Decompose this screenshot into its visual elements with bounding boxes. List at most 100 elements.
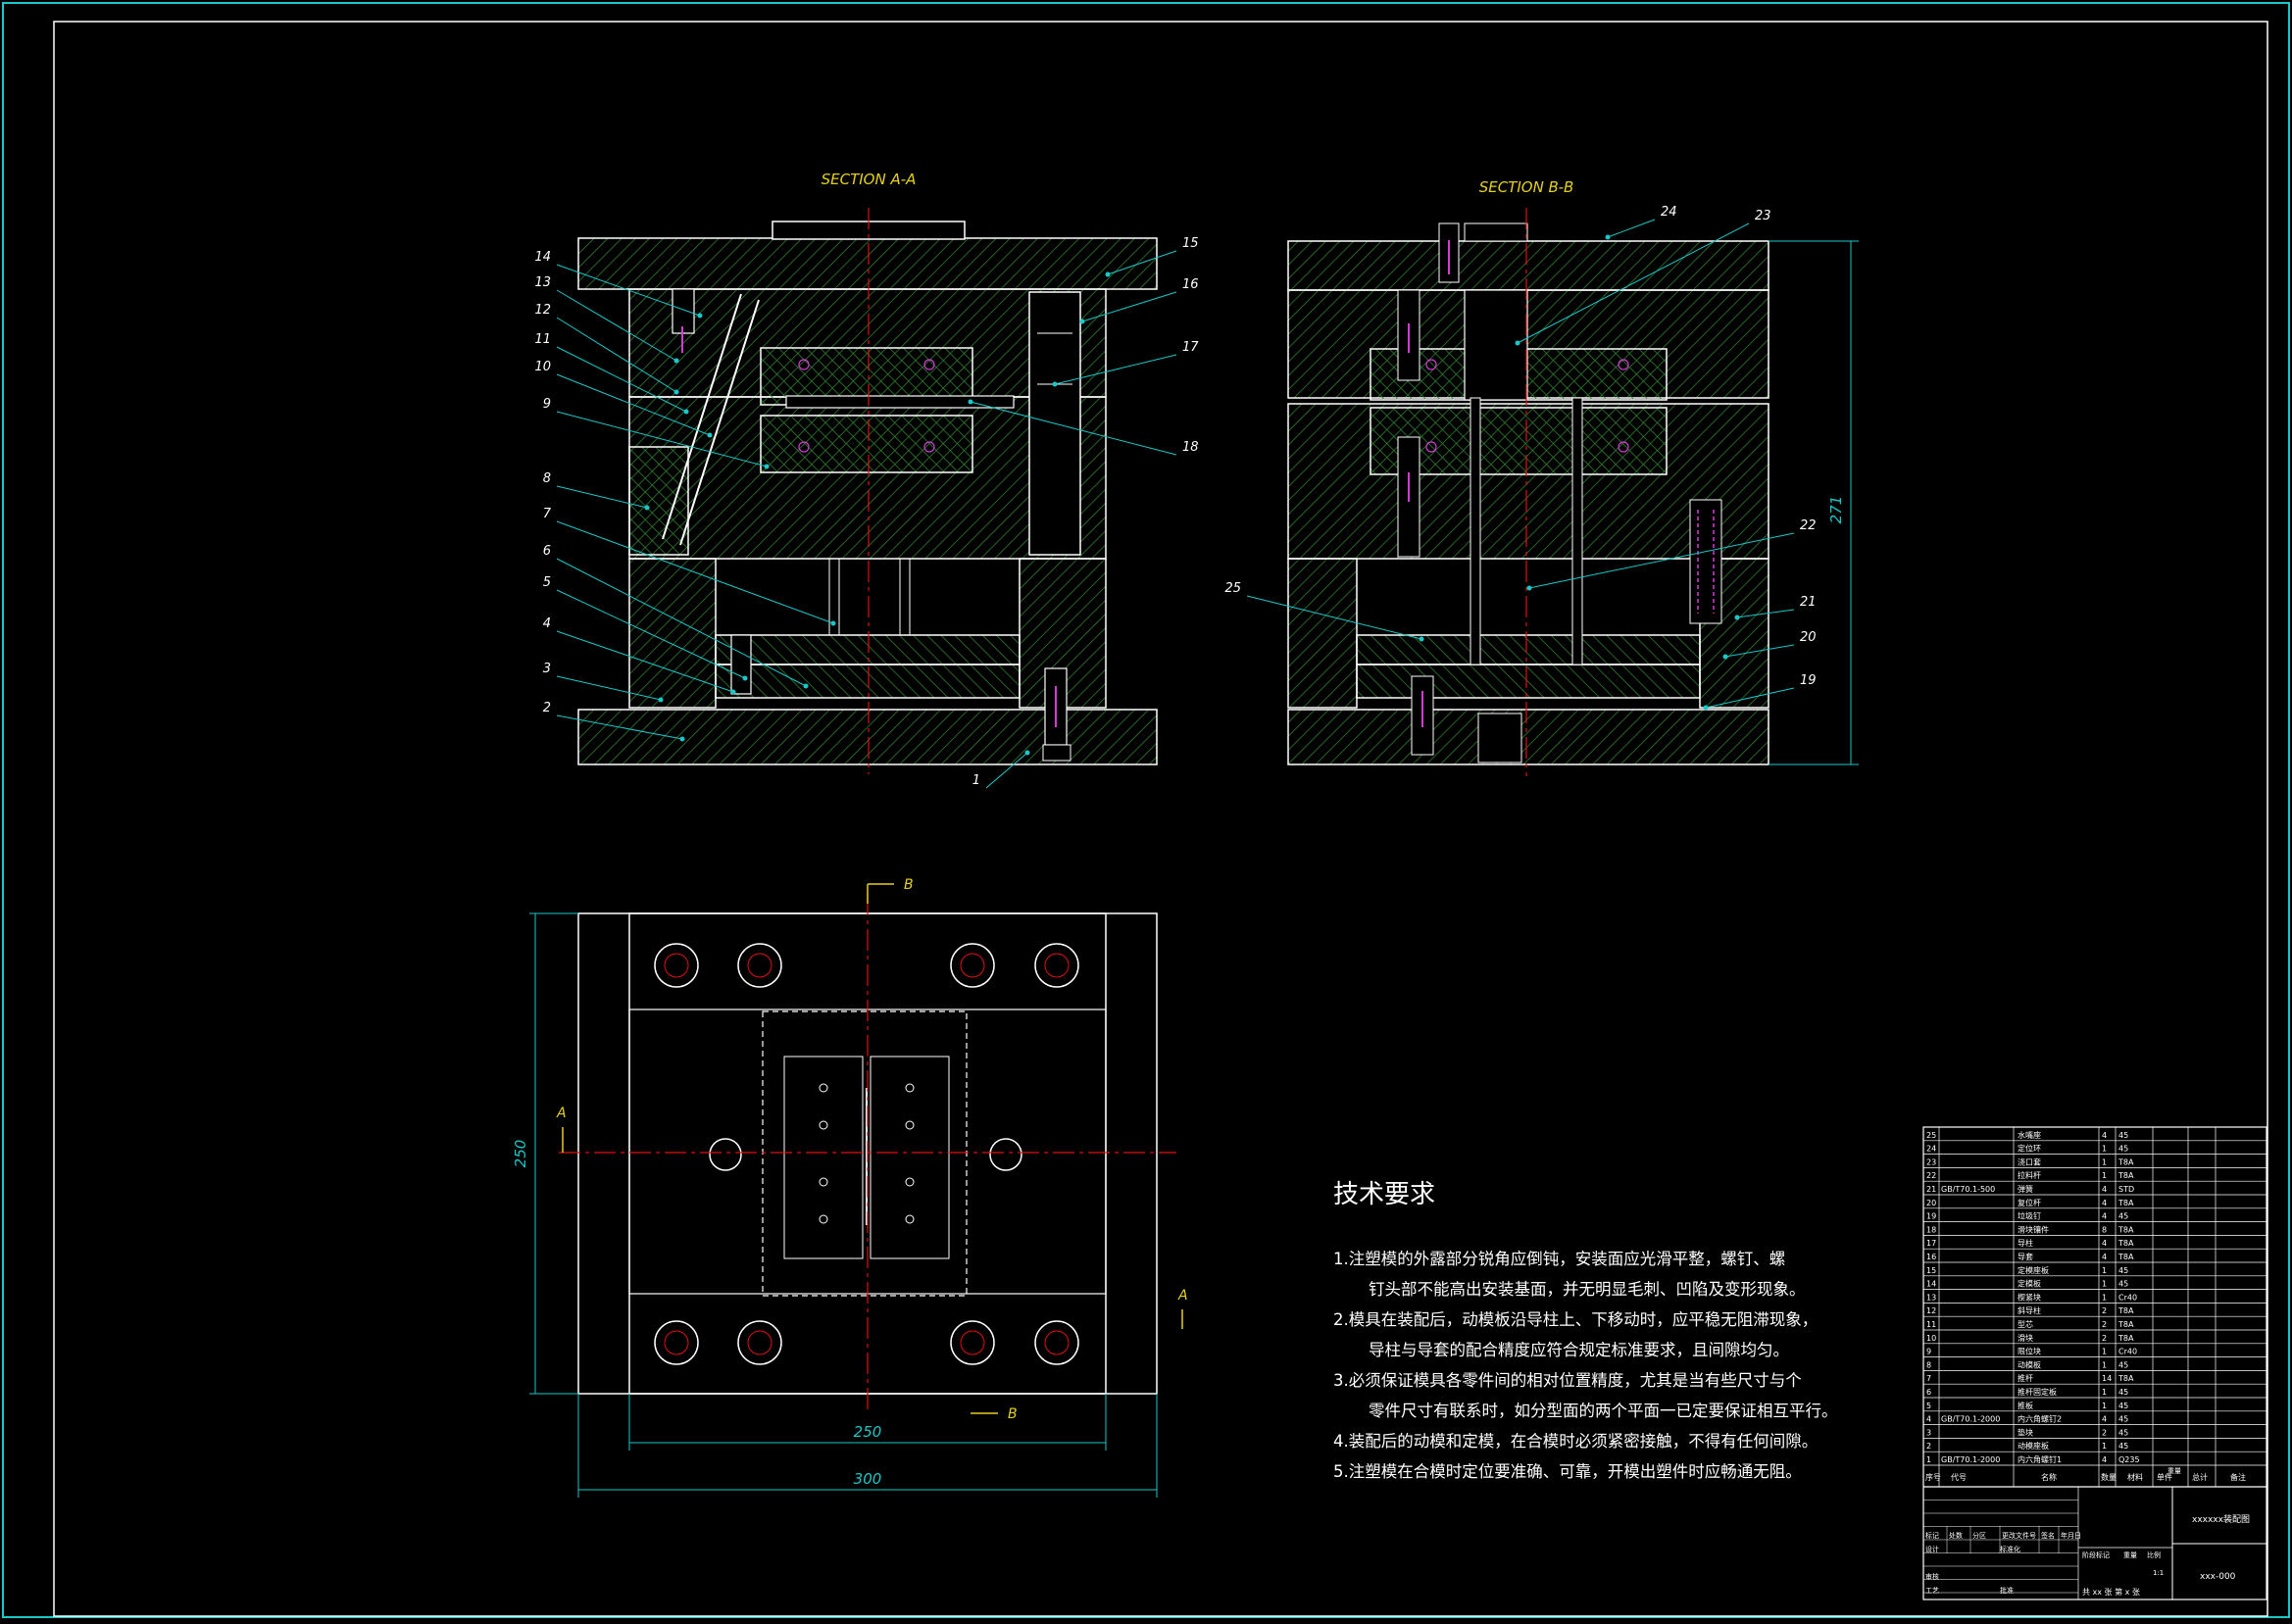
bom-cell: 3: [1926, 1428, 1931, 1437]
bom-cell: 24: [1926, 1145, 1936, 1154]
bom-cell: T8A: [2118, 1171, 2134, 1180]
leader-label-15: 15: [1182, 236, 1199, 251]
leader-dot-18: [968, 399, 973, 405]
bom-cell: 滑块: [2018, 1333, 2033, 1343]
bom-cell: 2: [2102, 1334, 2107, 1343]
bom-cell: 水嘴座: [2018, 1130, 2041, 1140]
bom-cell: T8A: [2118, 1225, 2134, 1234]
bom-cell: 6: [1926, 1388, 1931, 1397]
leader-line-11: [556, 346, 687, 413]
bom-cell: 内六角螺钉1: [2018, 1454, 2062, 1464]
leader-dot-10: [707, 432, 713, 438]
bom-cell: 定模板: [2018, 1279, 2041, 1289]
leader-line-15: [1107, 250, 1177, 275]
dim-plan-height: 250: [512, 1140, 529, 1168]
leader-line-14: [556, 264, 701, 317]
leader-dot-17: [1052, 381, 1058, 387]
leader-line-18: [970, 401, 1177, 456]
bom-cell: Q235: [2118, 1455, 2140, 1464]
section-marker-a-right: A: [1177, 1288, 1188, 1304]
bom-cell: 4: [1926, 1415, 1931, 1424]
bom-cell: T8A: [2118, 1199, 2134, 1207]
leader-label-22: 22: [1800, 518, 1817, 533]
tech-req-line: 1.注塑模的外露部分锐角应倒钝，安装面应光滑平整，螺钉、螺: [1333, 1250, 1786, 1268]
leader-line-10: [556, 373, 711, 436]
leader-dot-7: [830, 620, 836, 626]
leader-dot-11: [683, 409, 689, 415]
bom-cell: T8A: [2118, 1320, 2134, 1329]
bom-cell: 浇口套: [2018, 1156, 2041, 1166]
bom-cell: 20: [1926, 1199, 1936, 1207]
inner-frame: [53, 21, 2268, 1617]
bom-cell: 23: [1926, 1157, 1936, 1166]
bom-cell: 4: [2102, 1253, 2107, 1261]
bom-cell: 15: [1926, 1266, 1936, 1275]
bom-cell: 14: [1926, 1280, 1936, 1289]
section-marker-a-left: A: [556, 1106, 567, 1121]
bom-cell: T8A: [2118, 1374, 2134, 1383]
leader-dot-19: [1703, 705, 1709, 711]
bom-cell: 45: [2118, 1402, 2128, 1410]
tb-label: 分区: [1972, 1531, 1986, 1540]
bom-cell: Cr40: [2118, 1348, 2137, 1356]
tb-label: 阶段标记: [2082, 1550, 2110, 1559]
bom-cell: 4: [2102, 1212, 2107, 1221]
section-b-title: SECTION B-B: [1479, 178, 1574, 196]
leader-label-21: 21: [1800, 595, 1817, 610]
tb-label: 审核: [1925, 1572, 1939, 1581]
bom-cell: T8A: [2118, 1157, 2134, 1166]
leader-line-4: [556, 630, 734, 693]
bom-cell: 动模板: [2018, 1359, 2041, 1369]
bom-cell: 楔紧块: [2018, 1292, 2041, 1302]
leader-label-14: 14: [534, 250, 551, 265]
bom-cell: 推板: [2018, 1401, 2033, 1410]
leader-line-22: [1528, 532, 1795, 589]
section-b-view: SECTION B-B 271: [1287, 178, 1859, 776]
bom-header-cell: 重量: [2167, 1467, 2181, 1475]
bom-header-cell: 单件: [2157, 1472, 2172, 1482]
bom-header-cell: 数量: [2101, 1472, 2117, 1482]
bom-cell: 导套: [2018, 1252, 2033, 1261]
leader-label-11: 11: [534, 332, 551, 347]
bom-cell: 4: [2102, 1185, 2107, 1194]
tb-sheet: 共 xx 张 第 x 张: [2082, 1587, 2140, 1597]
bom-cell: 21: [1926, 1185, 1936, 1194]
bom-cell: 拉料杆: [2018, 1170, 2041, 1180]
bom-header-cell: 代号: [1951, 1472, 1967, 1482]
leader-line-5: [556, 589, 746, 679]
plan-view: B B A A 250 250 300: [512, 877, 1188, 1498]
bom-header-cell: 材料: [2127, 1472, 2143, 1482]
bom-cell: 1: [2102, 1171, 2107, 1180]
leader-dot-22: [1526, 585, 1532, 591]
tech-req-line: 零件尺寸有联系时，如分型面的两个平面一已定要保证相互平行。: [1369, 1402, 1838, 1420]
leader-dot-20: [1722, 654, 1728, 660]
bom-header-cell: 总计: [2192, 1472, 2208, 1482]
leader-label-3: 3: [543, 662, 551, 676]
bom-cell: 2: [1926, 1442, 1931, 1451]
leader-label-16: 16: [1182, 277, 1199, 292]
tech-requirements: 技术要求 1.注塑模的外露部分锐角应倒钝，安装面应光滑平整，螺钉、螺 钉头部不能…: [1333, 1174, 1838, 1487]
leader-line-23: [1517, 222, 1750, 344]
tb-label: 设计: [1925, 1545, 1939, 1553]
bom-border: [1922, 1126, 2267, 1600]
bom-cell: 22: [1926, 1171, 1936, 1180]
section-marker-b-top: B: [904, 877, 914, 893]
bom-cell: 10: [1926, 1334, 1936, 1343]
bom-cell: 弹簧: [2018, 1184, 2033, 1194]
leader-label-23: 23: [1755, 209, 1771, 223]
leader-line-20: [1724, 644, 1795, 658]
leader-label-17: 17: [1182, 340, 1199, 355]
bom-cell: T8A: [2118, 1253, 2134, 1261]
bom-cell: 45: [2118, 1280, 2128, 1289]
leader-label-12: 12: [534, 303, 551, 318]
tech-req-line: 钉头部不能高出安装基面，并无明显毛刺、凹陷及变形现象。: [1369, 1280, 1806, 1299]
bom-cell: 4: [2102, 1415, 2107, 1424]
bom-cell: 推杆: [2018, 1373, 2033, 1383]
leader-callouts: 1234567891011121314151617181920212223242…: [534, 205, 1817, 789]
bom-cell: 1: [2102, 1442, 2107, 1451]
leader-dot-16: [1079, 319, 1085, 324]
bom-cell: 1: [2102, 1388, 2107, 1397]
bom-cell: 9: [1926, 1348, 1931, 1356]
bom-cell: 1: [2102, 1348, 2107, 1356]
